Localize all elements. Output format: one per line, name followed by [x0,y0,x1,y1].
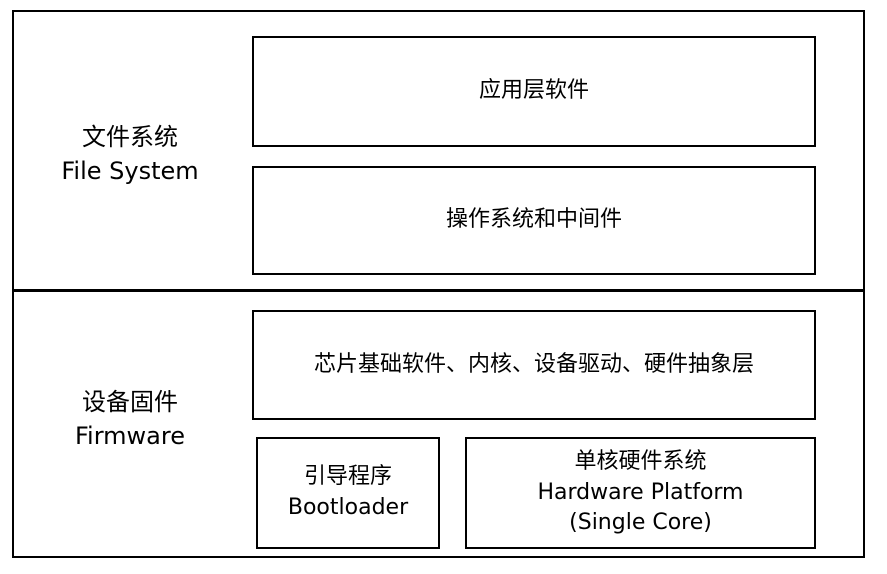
os-middleware-label: 操作系统和中间件 [445,207,622,233]
firmware-label: 设备固件 Firmware [30,365,230,475]
file-system-label-zh: 文件系统 [82,123,178,152]
firmware-label-zh: 设备固件 [82,388,178,417]
hardware-label-note: (Single Core) [569,510,712,536]
application-layer-box: 应用层软件 [252,36,816,147]
file-system-label-en: File System [61,157,199,185]
hardware-label-zh: 单核硬件系统 [574,448,707,474]
chip-software-label: 芯片基础软件、内核、设备驱动、硬件抽象层 [313,351,754,377]
application-layer-label: 应用层软件 [478,78,589,104]
section-divider [12,289,865,292]
chip-software-box: 芯片基础软件、内核、设备驱动、硬件抽象层 [252,310,816,420]
bootloader-label-en: Bootloader [287,495,409,520]
bootloader-label-zh: 引导程序 [303,464,392,490]
os-middleware-box: 操作系统和中间件 [252,166,816,275]
hardware-platform-box: 单核硬件系统 Hardware Platform (Single Core) [465,437,816,549]
bootloader-box: 引导程序 Bootloader [256,437,440,549]
hardware-label-en: Hardware Platform [537,479,744,505]
firmware-label-en: Firmware [75,422,185,450]
file-system-label: 文件系统 File System [30,100,230,210]
